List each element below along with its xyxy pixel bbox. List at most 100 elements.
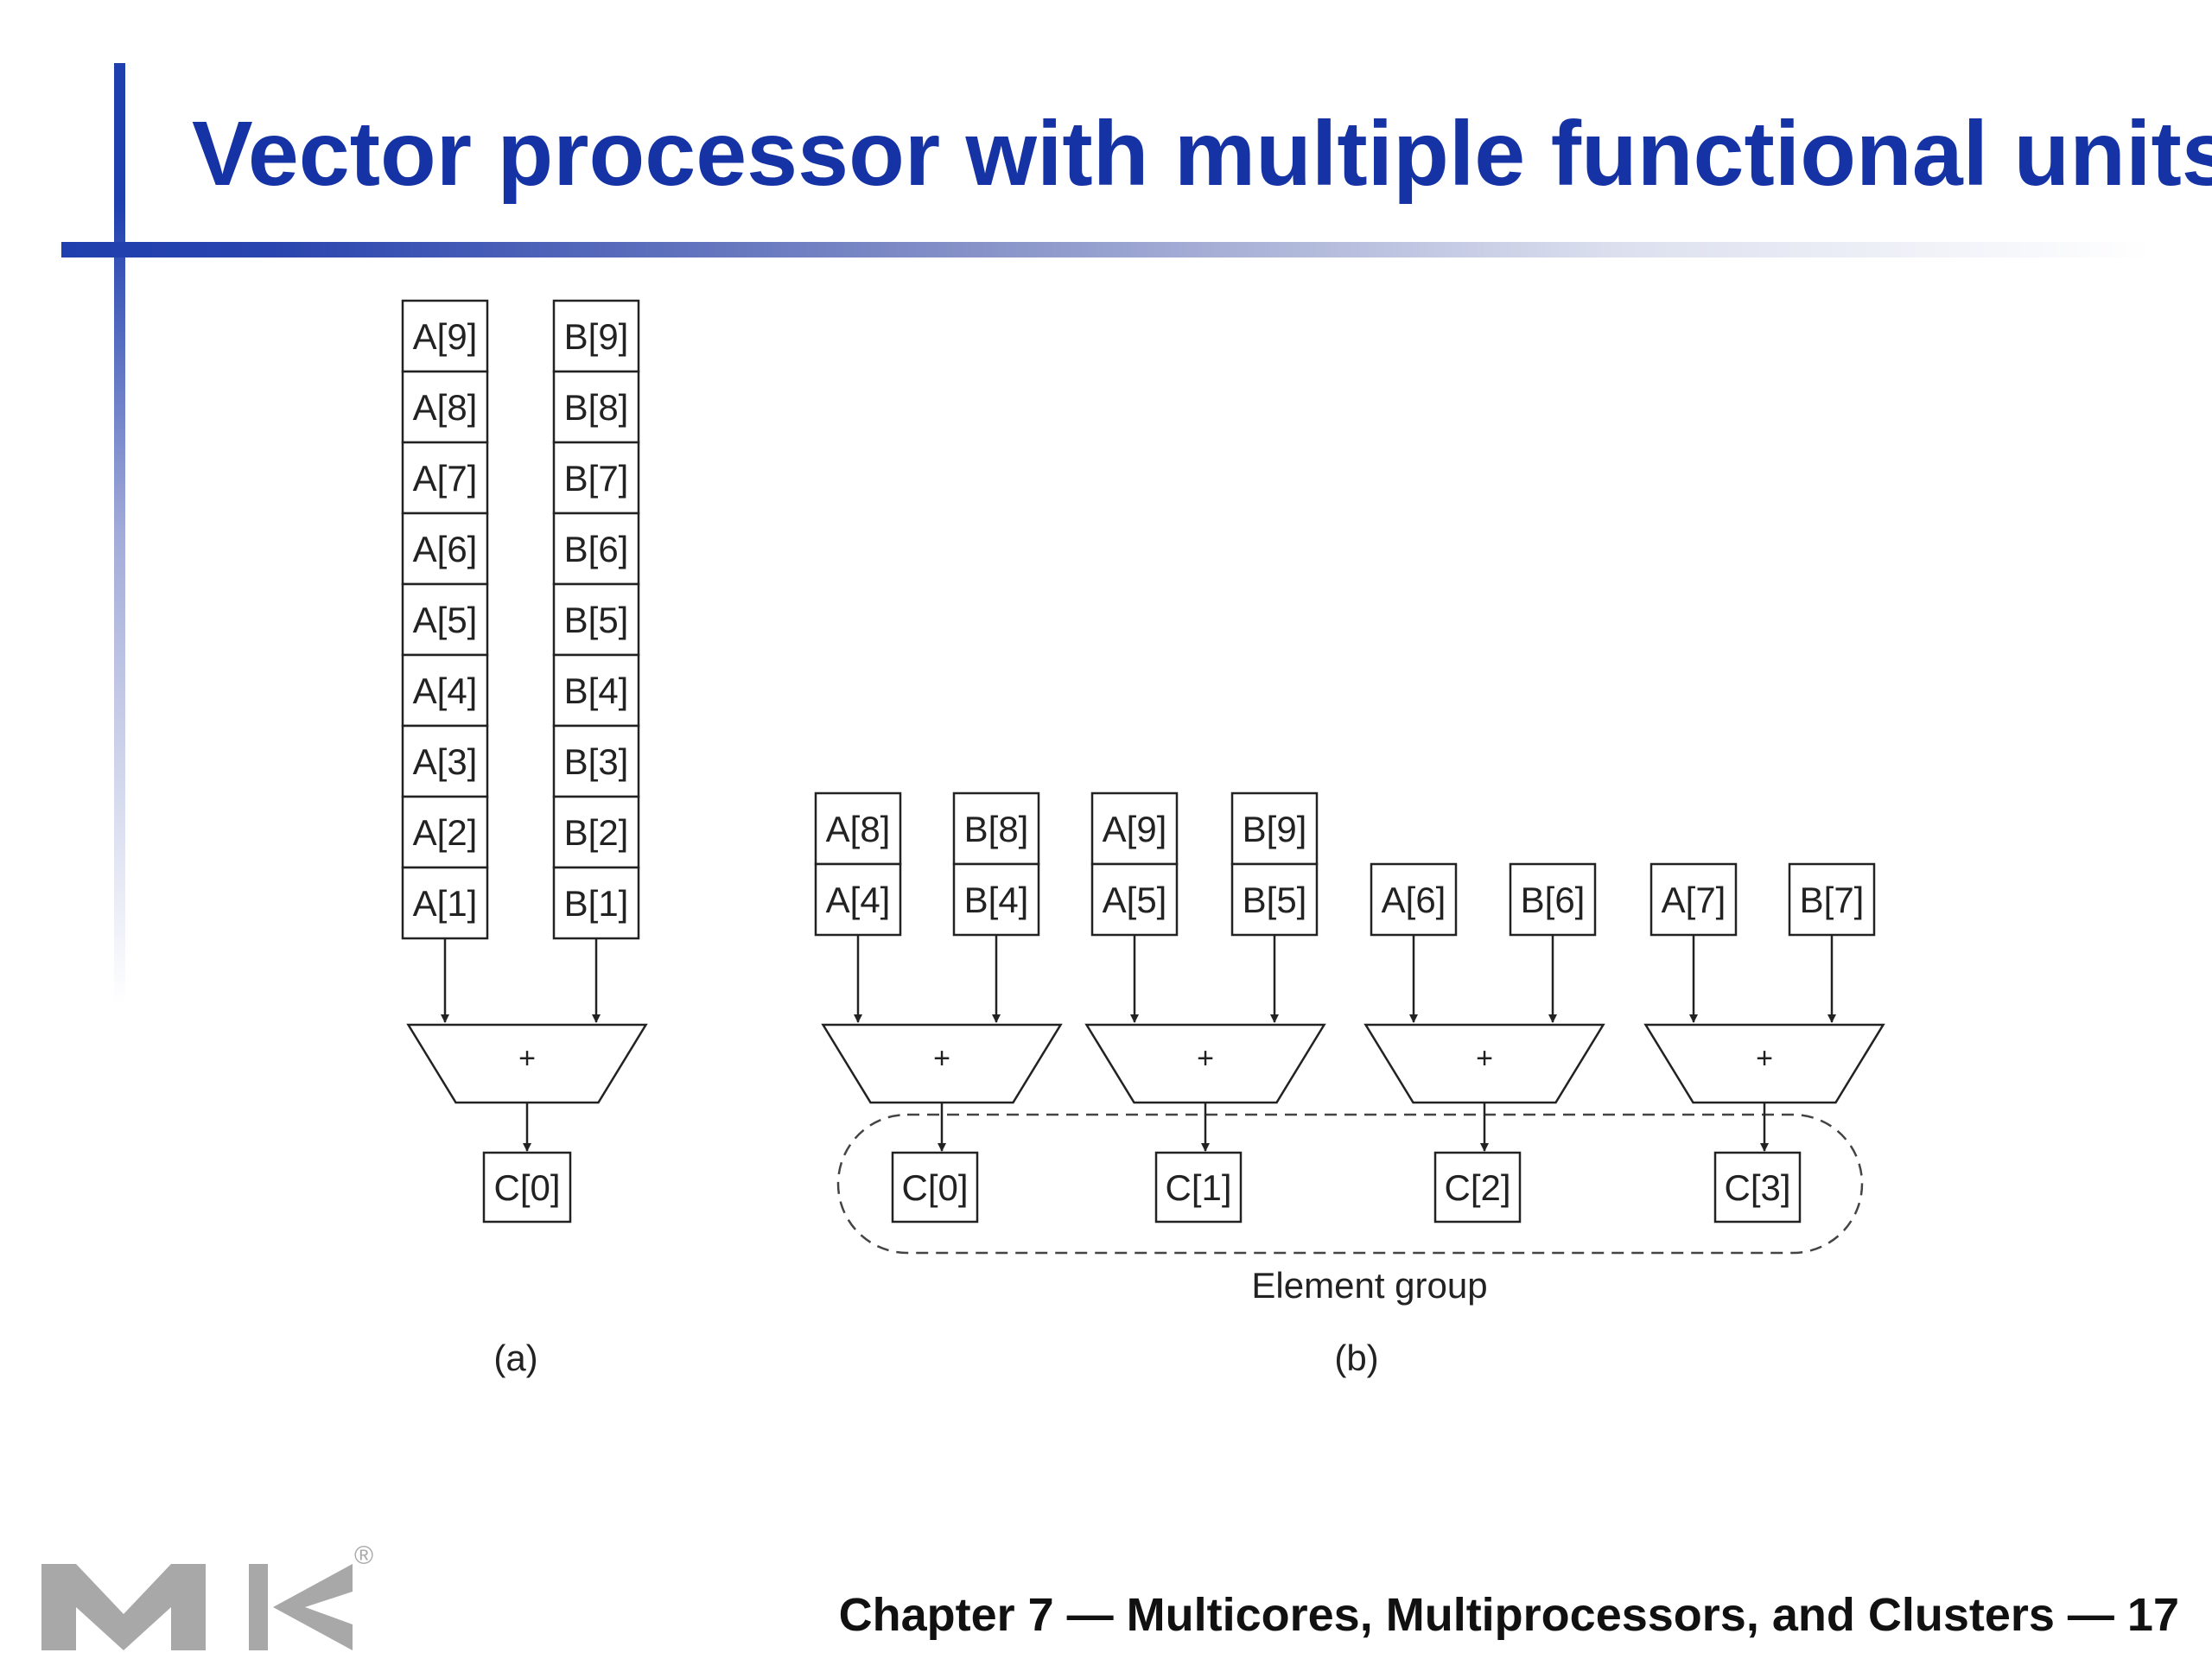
part-a-b-cell-label: B[1] [564,883,629,924]
lane-b-cell: B[6] [1509,862,1597,937]
part-a-a-cell-label: A[9] [413,316,478,357]
lane-b-cell-label: B[6] [1521,880,1586,920]
lane-a-cell-box [814,791,902,866]
lane-b-cell-label: B[7] [1800,880,1865,920]
lane-adder: + [1084,1023,1326,1104]
lane-b-cell-box [952,862,1040,937]
part-a-b-cell-label: B[8] [564,387,629,428]
lane-output-cell-label: C[0] [901,1167,968,1208]
part-a-b-cell-box [552,441,640,515]
part-a-b-cell: B[3] [552,724,640,798]
lane-adder: + [1363,1023,1605,1104]
part-a-a-cell-label: A[7] [413,458,478,499]
lane-b-cell: B[4] [952,862,1040,937]
part-a-a-cell: A[2] [401,795,489,869]
part-a-b-cell: B[9] [552,299,640,373]
lane-b-cell-box [1788,862,1876,937]
part-a-adder: + [406,1023,648,1104]
part-a-a-cell-box [401,441,489,515]
lane-a-cell: A[7] [1649,862,1738,937]
lane-b-cell-label: B[8] [964,809,1029,849]
part-a-a-cell-label: A[6] [413,529,478,569]
part-a-output-cell-box [482,1151,572,1224]
lane-output-cell: C[1] [1154,1151,1243,1224]
part-a-b-cell: B[4] [552,653,640,728]
lane-a-cell-box [1649,862,1738,937]
part-a-a-cell: A[9] [401,299,489,373]
lane-output-cell-label: C[3] [1724,1167,1790,1208]
part-a-a-cell-box [401,582,489,657]
lane-a-cell-box [1090,862,1179,937]
lane-adder: + [1643,1023,1885,1104]
lane-output-cell-box [891,1151,979,1224]
part-a-b-cell: B[2] [552,795,640,869]
lane-a-cell-label: A[7] [1662,880,1726,920]
part-a-b-cell-label: B[4] [564,671,629,711]
part-a-b-cell: B[7] [552,441,640,515]
lane-a-cell-label: A[6] [1382,880,1446,920]
part-a-a-cell-label: A[1] [413,883,478,924]
lane-a-cell-label: A[4] [826,880,891,920]
lane-a-cell: A[9] [1090,791,1179,866]
part-a-b-cell-box [552,724,640,798]
lane-a-cell-label: A[5] [1103,880,1167,920]
part-a-a-cell-box [401,370,489,444]
lane-output-cell: C[0] [891,1151,979,1224]
part-b-diagram: A[8]A[4]B[8]B[4]+C[0]A[9]A[5]B[9]B[5]+C[… [814,791,1885,1378]
part-a-b-cell-box [552,582,640,657]
lane-output-cell: C[3] [1713,1151,1802,1224]
lane-output-cell: C[2] [1433,1151,1522,1224]
title-accent-horizontal-bar [61,242,2152,257]
part-a-a-cell: A[8] [401,370,489,444]
lane-adder-symbol: + [933,1042,950,1075]
title-accent-vertical-bar [114,63,125,1005]
lane-b-cell: B[9] [1230,791,1319,866]
lane-b-cell-box [1230,791,1319,866]
lane-output-cell-box [1433,1151,1522,1224]
part-a-a-cell-label: A[4] [413,671,478,711]
lane-b-cell-label: B[4] [964,880,1029,920]
part-b-caption: (b) [1334,1338,1378,1378]
part-a-b-cell-box [552,795,640,869]
part-a-b-cell-label: B[5] [564,600,629,640]
lane-adder-shape [821,1023,1063,1104]
part-a-b-cell-label: B[2] [564,812,629,853]
slide-title: Vector processor with multiple functiona… [192,103,2212,205]
publisher-logo: ® [41,1541,373,1650]
lane-1: A[9] A[5] B[9] B[5] + C[1] [1084,791,1326,1224]
part-a-b-cell-box [552,512,640,586]
lane-b-cell: B[7] [1788,862,1876,937]
lane-adder-shape [1643,1023,1885,1104]
lane-output-cell-box [1713,1151,1802,1224]
lane-adder-symbol: + [1756,1042,1773,1075]
part-a-b-cell: B[1] [552,866,640,940]
part-a-b-cell: B[8] [552,370,640,444]
part-a-a-cell-box [401,299,489,373]
lane-b-cell: B[8] [952,791,1040,866]
part-a-b-cell-label: B[3] [564,741,629,782]
lane-adder-symbol: + [1197,1042,1214,1075]
part-a-a-cell: A[5] [401,582,489,657]
part-a-b-cell: B[6] [552,512,640,586]
lane-output-cell-box [1154,1151,1243,1224]
part-a-b-cell-label: B[9] [564,316,629,357]
part-a-a-cell-label: A[5] [413,600,478,640]
part-a-b-cell-label: B[7] [564,458,629,499]
lane-adder: + [821,1023,1063,1104]
element-group-outline [836,1113,1864,1255]
lane-b-cell-label: B[9] [1243,809,1307,849]
part-a-a-cell-label: A[3] [413,741,478,782]
part-a-a-cell-label: A[8] [413,387,478,428]
lane-b-cell-box [1230,862,1319,937]
part-a-caption: (a) [493,1338,537,1378]
lane-b-cell: B[5] [1230,862,1319,937]
lane-a-cell: A[4] [814,862,902,937]
element-group-label: Element group [1251,1265,1487,1306]
registered-mark: ® [354,1541,373,1570]
lane-a-cell-box [1090,791,1179,866]
lane-a-cell: A[6] [1370,862,1458,937]
part-a-b-cell-box [552,299,640,373]
part-a-adder-symbol: + [518,1042,536,1075]
part-a-b-cell-label: B[6] [564,529,629,569]
